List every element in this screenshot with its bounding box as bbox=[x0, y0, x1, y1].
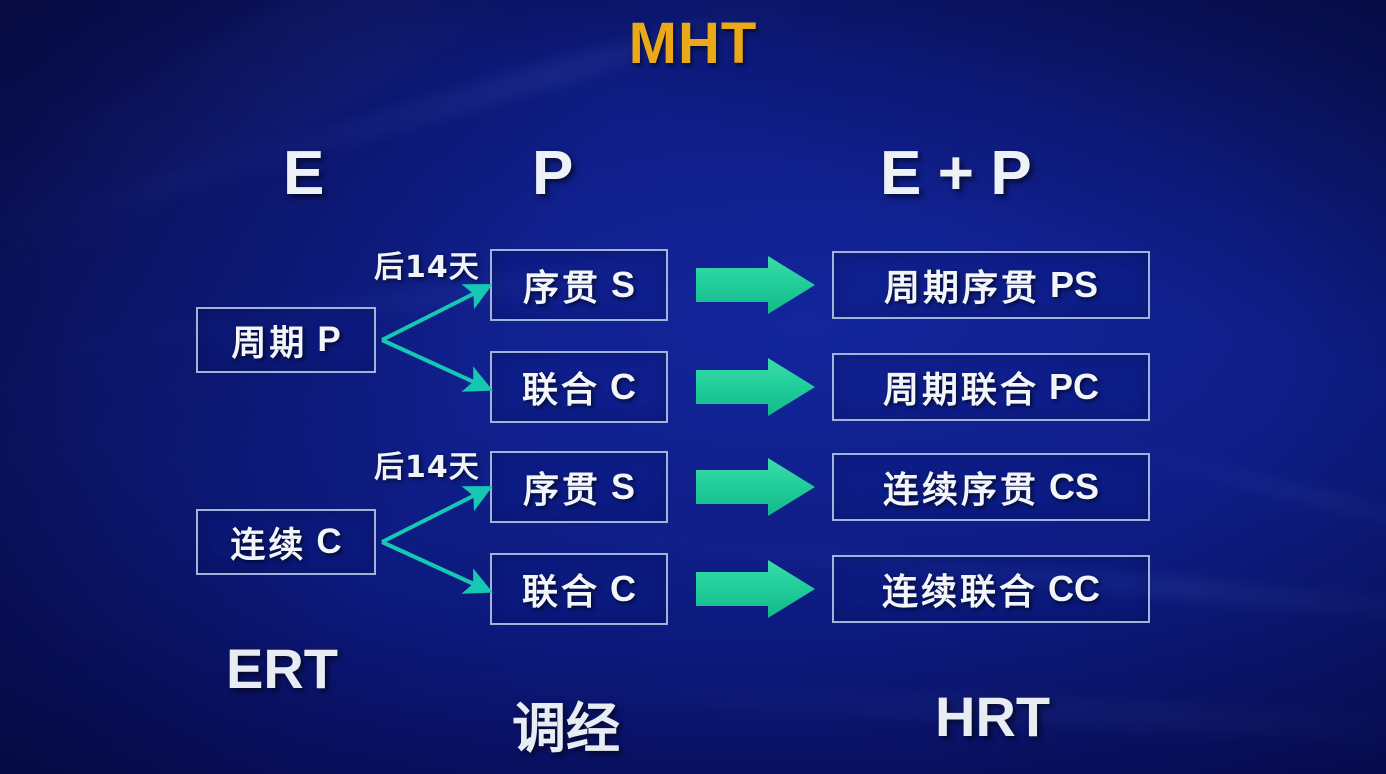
box-combined-c-top-cjk: 联合 bbox=[521, 370, 600, 411]
footer-label-ert: ERT bbox=[226, 637, 338, 700]
box-combined-c-bottom[interactable]: 联合 C bbox=[490, 553, 668, 625]
block-right-arrow-icon bbox=[696, 458, 815, 516]
box-continuous-sequential-cs-latin: CS bbox=[1049, 466, 1100, 507]
box-combined-c-top-latin: C bbox=[610, 366, 636, 407]
background-streak bbox=[299, 663, 1386, 747]
box-cycle-p-latin: P bbox=[317, 320, 341, 359]
box-sequential-s-bottom-latin: S bbox=[611, 466, 636, 507]
box-cyclic-sequential-ps-cjk: 周期序贯 bbox=[883, 268, 1040, 309]
block-right-arrow-icon bbox=[696, 358, 815, 416]
box-combined-c-bottom-cjk: 联合 bbox=[521, 572, 600, 613]
box-continuous-sequential-cs-cjk: 连续序贯 bbox=[882, 470, 1039, 511]
label-after-14-days-top: 后14天 bbox=[374, 250, 480, 285]
box-sequential-s-top-latin: S bbox=[611, 264, 636, 305]
box-continuous-combined-cc-latin: CC bbox=[1048, 568, 1100, 609]
block-right-arrow-icon bbox=[696, 256, 815, 314]
box-cyclic-combined-pc-cjk: 周期联合 bbox=[882, 370, 1039, 411]
box-sequential-s-top[interactable]: 序贯 S bbox=[490, 249, 668, 321]
box-sequential-s-bottom[interactable]: 序贯 S bbox=[490, 451, 668, 523]
box-continuous-sequential-cs[interactable]: 连续序贯 CS bbox=[832, 453, 1150, 521]
box-continuous-c-cjk: 连续 bbox=[230, 525, 307, 566]
box-combined-c-top[interactable]: 联合 C bbox=[490, 351, 668, 423]
box-cyclic-combined-pc[interactable]: 周期联合 PC bbox=[832, 353, 1150, 421]
box-cyclic-sequential-ps[interactable]: 周期序贯 PS bbox=[832, 251, 1150, 319]
box-continuous-combined-cc[interactable]: 连续联合 CC bbox=[832, 555, 1150, 623]
column-header-e: E bbox=[283, 139, 325, 208]
box-cyclic-combined-pc-latin: PC bbox=[1049, 366, 1100, 407]
branch-arrow-continuous-c bbox=[381, 486, 493, 594]
box-cycle-p-cjk: 周期 bbox=[231, 323, 308, 364]
box-continuous-c-latin: C bbox=[316, 522, 342, 561]
block-right-arrow-icon bbox=[696, 560, 815, 618]
box-continuous-combined-cc-cjk: 连续联合 bbox=[881, 572, 1038, 613]
box-combined-c-bottom-latin: C bbox=[610, 568, 636, 609]
column-header-p: P bbox=[532, 139, 574, 208]
box-sequential-s-top-cjk: 序贯 bbox=[522, 268, 601, 309]
slide-title: MHT bbox=[628, 11, 758, 76]
footer-label-hrt: HRT bbox=[935, 685, 1051, 748]
footer-label-tiaojing: 调经 bbox=[512, 697, 620, 760]
box-cyclic-sequential-ps-latin: PS bbox=[1049, 264, 1099, 305]
column-header-ep: E + P bbox=[880, 139, 1034, 208]
box-continuous-c[interactable]: 连续 C bbox=[196, 509, 376, 575]
branch-arrow-cycle-p bbox=[381, 284, 493, 392]
box-cycle-p[interactable]: 周期 P bbox=[196, 307, 376, 373]
label-after-14-days-bottom: 后14天 bbox=[374, 450, 480, 485]
box-sequential-s-bottom-cjk: 序贯 bbox=[522, 470, 601, 511]
